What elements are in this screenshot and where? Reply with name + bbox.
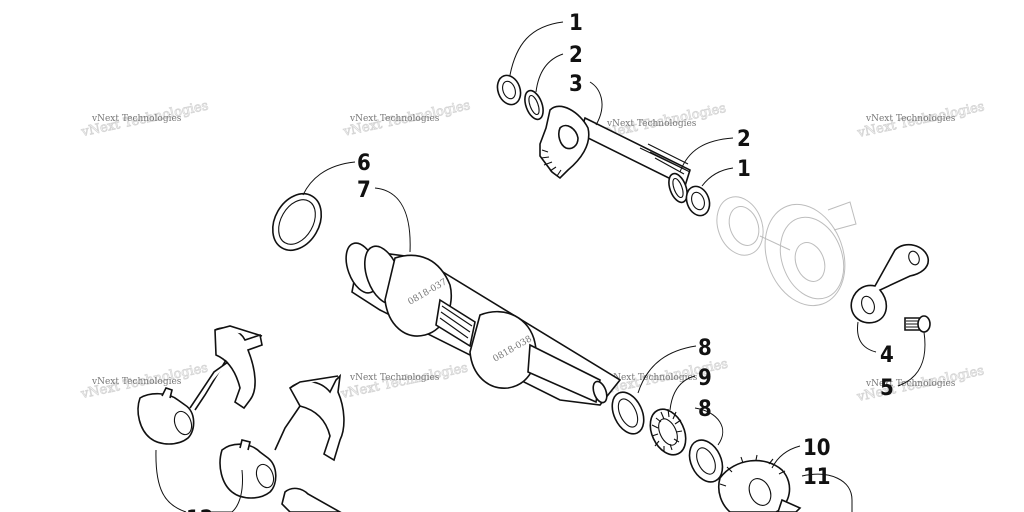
svg-text:vNext Technologies: vNext Technologies — [865, 379, 956, 389]
svg-text:vNext Technologies: vNext Technologies — [91, 377, 182, 387]
part-snap-ring-upper — [496, 74, 522, 106]
callout-10: 10 — [803, 436, 831, 461]
watermark-6: vNext Technologies vNext Technologies — [338, 360, 469, 403]
part-shift-shaft — [539, 105, 691, 188]
callout-11: 11 — [803, 465, 831, 490]
callout-2-top: 2 — [569, 43, 583, 68]
part-sprocket-gear — [717, 454, 791, 512]
callout-7: 7 — [357, 178, 371, 203]
part-thrust-washer-lower — [688, 439, 724, 483]
watermark-8: vNext Technologies vNext Technologies — [855, 363, 986, 406]
part-washer-lower-right — [668, 172, 688, 204]
callout-labels: 1 2 3 2 1 6 7 4 5 8 9 8 10 11 12 — [186, 11, 894, 512]
callout-1-right: 1 — [737, 157, 751, 182]
callout-12: 12 — [186, 507, 214, 512]
part-needle-bearing — [649, 408, 687, 456]
callout-3: 3 — [569, 72, 583, 97]
leader-lines — [155, 21, 926, 512]
callout-8-lower: 8 — [698, 397, 712, 422]
part-spring-pin — [777, 498, 802, 512]
part-bolt — [904, 315, 931, 333]
callout-5: 5 — [880, 376, 894, 401]
callout-8-upper: 8 — [698, 336, 712, 361]
part-shift-fork-left — [137, 325, 263, 445]
callout-6: 6 — [357, 151, 371, 176]
part-fork-rod — [281, 487, 342, 512]
part-o-ring — [271, 192, 323, 252]
watermark-4: vNext Technologies vNext Technologies — [855, 99, 986, 142]
part-thrust-washer-upper — [611, 391, 645, 435]
callout-9: 9 — [698, 366, 712, 391]
svg-text:vNext Technologies: vNext Technologies — [607, 373, 698, 383]
part-shift-fork-right — [219, 373, 345, 499]
part-snap-ring-lower-right — [685, 185, 711, 217]
part-shift-lever — [850, 243, 930, 324]
phantom-drum-assembly — [716, 196, 857, 307]
part-washer-upper — [524, 89, 544, 121]
watermark-2: vNext Technologies vNext Technologies — [341, 98, 472, 141]
callout-4: 4 — [880, 343, 894, 368]
svg-text:vNext Technologies: vNext Technologies — [349, 114, 440, 124]
part-shift-drum: 0818-037 0818-038 — [345, 242, 622, 406]
svg-text:vNext Technologies: vNext Technologies — [606, 119, 697, 129]
callout-1-top: 1 — [569, 11, 583, 36]
callout-2-right: 2 — [737, 127, 751, 152]
svg-text:vNext Technologies: vNext Technologies — [349, 373, 440, 383]
watermark-1: vNext Technologies vNext Technologies — [79, 98, 210, 141]
svg-text:vNext Technologies: vNext Technologies — [91, 114, 182, 124]
svg-text:vNext Technologies: vNext Technologies — [865, 114, 956, 124]
